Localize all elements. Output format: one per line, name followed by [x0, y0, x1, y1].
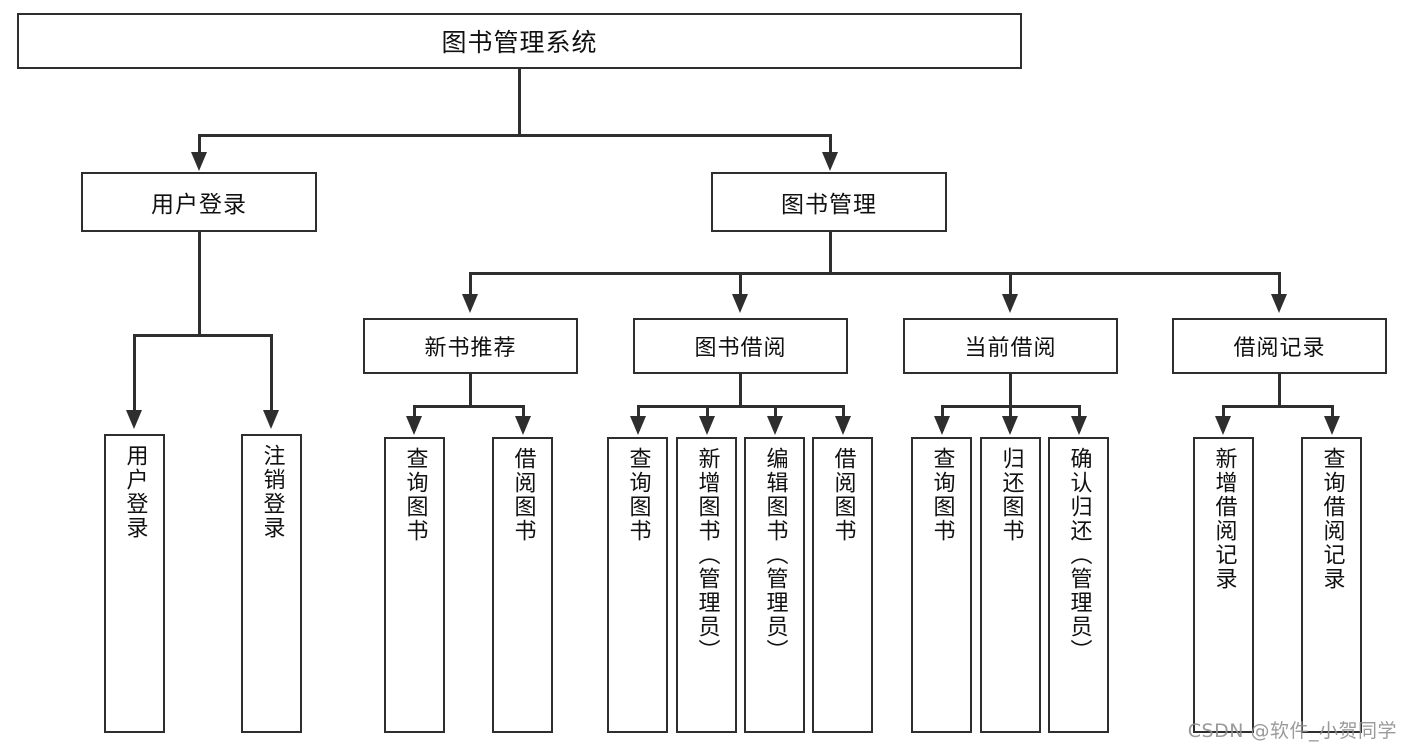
connector-user-login-leaf1	[133, 334, 136, 414]
node-user-login[interactable]: 用户登录	[81, 172, 317, 232]
leaf-label: 编辑图书（管理员）	[762, 447, 788, 663]
leaf-label: 新增借阅记录	[1211, 447, 1237, 591]
node-label: 借阅记录	[1233, 336, 1326, 361]
connector-book-mgmt-c2	[739, 272, 742, 298]
connector-borrow-record-bar	[1222, 405, 1334, 408]
node-label: 图书管理系统	[441, 28, 598, 57]
leaf-new-book-query-book[interactable]: 查询图书	[384, 437, 445, 733]
arrow-root-to-user-login	[191, 152, 207, 171]
leaf-label: 注销登录	[259, 444, 285, 540]
connector-user-login-stem	[198, 232, 201, 336]
leaf-user-login-logout[interactable]: 注销登录	[241, 434, 302, 733]
arrow-book-mgmt-c2	[732, 294, 748, 313]
connector-book-mgmt-bar	[469, 272, 1280, 275]
leaf-label: 查询图书	[402, 447, 428, 543]
arrow-current-borrow-leaf3	[1071, 416, 1087, 435]
arrow-borrow-record-leaf2	[1324, 416, 1340, 435]
connector-user-login-bar	[133, 334, 272, 337]
arrow-new-book-leaf2	[515, 416, 531, 435]
connector-root-to-user-login	[198, 134, 201, 156]
leaf-label: 新增图书（管理员）	[694, 447, 720, 663]
node-book-management[interactable]: 图书管理	[711, 172, 947, 232]
connector-book-borrow-stem	[739, 374, 742, 407]
leaf-borrow-record-query-record[interactable]: 查询借阅记录	[1301, 437, 1362, 733]
node-current-borrow[interactable]: 当前借阅	[903, 318, 1118, 374]
leaf-label: 归还图书	[998, 447, 1024, 543]
connector-current-borrow-stem	[1009, 374, 1012, 407]
arrow-book-borrow-leaf4	[835, 416, 851, 435]
connector-book-mgmt-stem	[829, 232, 832, 274]
connector-root-bar	[198, 134, 832, 137]
leaf-book-borrow-query-book[interactable]: 查询图书	[607, 437, 668, 733]
connector-book-mgmt-c1	[469, 272, 472, 298]
leaf-user-login-login[interactable]: 用户登录	[104, 434, 165, 733]
leaf-current-borrow-return-book[interactable]: 归还图书	[980, 437, 1041, 733]
connector-book-mgmt-c3	[1009, 272, 1012, 298]
leaf-label: 用户登录	[122, 444, 148, 540]
leaf-current-borrow-confirm-return-admin[interactable]: 确认归还（管理员）	[1048, 437, 1109, 733]
connector-root-stem	[518, 69, 521, 135]
arrow-book-mgmt-c3	[1002, 294, 1018, 313]
connector-new-book-stem	[469, 374, 472, 407]
connector-new-book-bar	[413, 405, 525, 408]
arrow-user-login-leaf1	[126, 410, 142, 429]
watermark-text: CSDN @软件_小贺同学	[1187, 720, 1397, 742]
arrow-borrow-record-leaf1	[1215, 416, 1231, 435]
leaf-label: 借阅图书	[830, 447, 856, 543]
leaf-label: 查询图书	[929, 447, 955, 543]
node-borrow-record[interactable]: 借阅记录	[1172, 318, 1387, 374]
arrow-book-mgmt-c1	[462, 294, 478, 313]
leaf-label: 确认归还（管理员）	[1066, 447, 1092, 663]
node-root-library-system[interactable]: 图书管理系统	[17, 13, 1022, 69]
node-new-book-recommend[interactable]: 新书推荐	[363, 318, 578, 374]
node-label: 图书借阅	[694, 336, 787, 361]
node-label: 图书管理	[781, 192, 877, 218]
leaf-current-borrow-query-book[interactable]: 查询图书	[911, 437, 972, 733]
leaf-label: 借阅图书	[510, 447, 536, 543]
leaf-book-borrow-add-book-admin[interactable]: 新增图书（管理员）	[676, 437, 737, 733]
connector-book-borrow-bar	[637, 405, 844, 408]
leaf-label: 查询图书	[625, 447, 651, 543]
arrow-book-borrow-leaf2	[699, 416, 715, 435]
connector-borrow-record-stem	[1278, 374, 1281, 407]
arrow-current-borrow-leaf2	[1002, 416, 1018, 435]
leaf-book-borrow-borrow-book[interactable]: 借阅图书	[812, 437, 873, 733]
node-label: 新书推荐	[424, 336, 517, 361]
connector-book-mgmt-c4	[1278, 272, 1281, 298]
node-label: 当前借阅	[964, 336, 1057, 361]
arrow-book-borrow-leaf3	[767, 416, 783, 435]
leaf-book-borrow-edit-book-admin[interactable]: 编辑图书（管理员）	[744, 437, 805, 733]
leaf-borrow-record-add-record[interactable]: 新增借阅记录	[1193, 437, 1254, 733]
arrow-root-to-book-mgmt	[822, 152, 838, 171]
arrow-book-borrow-leaf1	[630, 416, 646, 435]
leaf-label: 查询借阅记录	[1319, 447, 1345, 591]
arrow-current-borrow-leaf1	[934, 416, 950, 435]
connector-user-login-leaf2	[270, 334, 273, 414]
arrow-book-mgmt-c4	[1271, 294, 1287, 313]
arrow-user-login-leaf2	[263, 410, 279, 429]
arrow-new-book-leaf1	[406, 416, 422, 435]
node-label: 用户登录	[151, 192, 247, 218]
leaf-new-book-borrow-book[interactable]: 借阅图书	[492, 437, 553, 733]
connector-root-to-book-mgmt	[829, 134, 832, 156]
node-book-borrow[interactable]: 图书借阅	[633, 318, 848, 374]
